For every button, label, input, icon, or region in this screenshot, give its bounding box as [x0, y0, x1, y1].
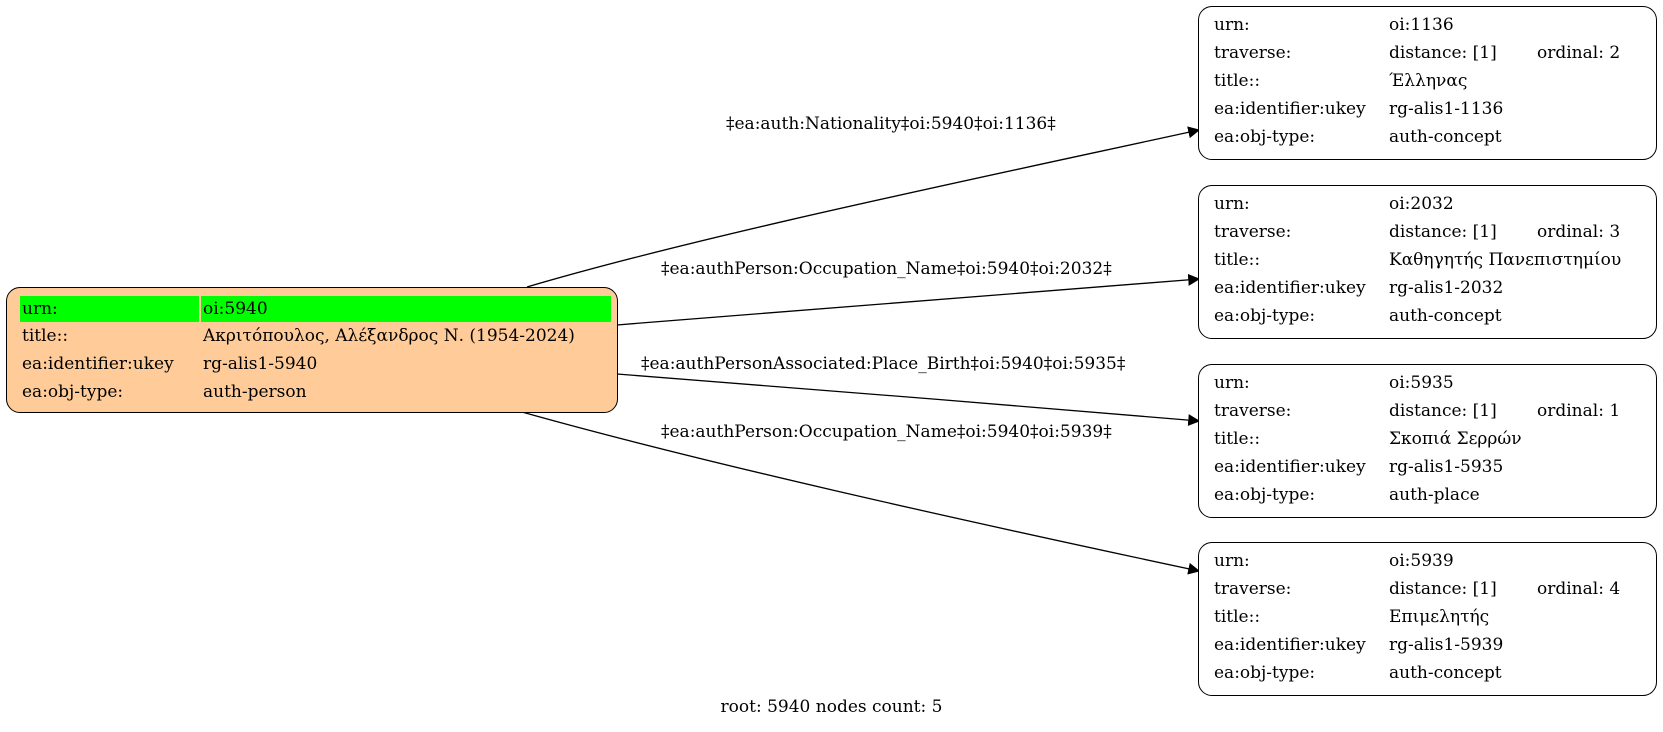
root-ukey-key: ea:identifier:ukey — [22, 354, 174, 374]
root-objtype-value: auth-person — [203, 382, 307, 402]
root-title-value: Ακριτόπουλος, Αλέξανδρος Ν. (1954-2024) — [203, 326, 575, 346]
node-distance-value: distance: [1] — [1389, 222, 1497, 242]
edge-5935 — [616, 373, 1201, 427]
node-title-key: title:: — [1214, 71, 1261, 91]
node-urn-key: urn: — [1214, 194, 1250, 214]
node-ordinal-value: ordinal: 3 — [1537, 222, 1621, 242]
node-ukey-value: rg-alis1-2032 — [1389, 278, 1504, 298]
node-objtype-key: ea:obj-type: — [1214, 127, 1316, 147]
node-title-value: Έλληνας — [1389, 71, 1468, 91]
node-urn-value: oi:2032 — [1389, 194, 1454, 214]
root-node[interactable]: urn: oi:5940 title:: Ακριτόπουλος, Αλέξα… — [6, 287, 618, 413]
node-ukey-value: rg-alis1-5935 — [1389, 457, 1504, 477]
node-ordinal-value: ordinal: 4 — [1537, 579, 1621, 599]
edge-2032 — [616, 273, 1201, 326]
node-title-key: title:: — [1214, 250, 1261, 270]
graph-footer: root: 5940 nodes count: 5 — [720, 697, 943, 717]
node-ordinal-value: ordinal: 2 — [1537, 43, 1621, 63]
node-urn-key: urn: — [1214, 373, 1250, 393]
node-distance-value: distance: [1] — [1389, 579, 1497, 599]
node-ordinal-value: ordinal: 1 — [1537, 401, 1621, 421]
node-1136[interactable]: urn: oi:1136 traverse: distance: [1] ordina… — [1198, 6, 1657, 160]
root-objtype-key: ea:obj-type: — [22, 382, 124, 402]
node-traverse-key: traverse: — [1214, 579, 1292, 599]
node-objtype-value: auth-place — [1389, 485, 1480, 505]
node-urn-value: oi:5935 — [1389, 373, 1454, 393]
node-objtype-value: auth-concept — [1389, 306, 1502, 326]
edge-label-occupation-5939: ‡ea:authPerson:Occupation_Name‡oi:5940‡o… — [661, 422, 1112, 442]
edge-label-occupation-2032: ‡ea:authPerson:Occupation_Name‡oi:5940‡o… — [661, 259, 1112, 279]
node-title-value: Επιμελητής — [1389, 607, 1490, 627]
node-title-key: title:: — [1214, 607, 1261, 627]
edge-label-place-birth: ‡ea:authPersonAssociated:Place_Birth‡oi:… — [641, 354, 1126, 374]
root-urn-value: oi:5940 — [201, 296, 611, 322]
node-title-key: title:: — [1214, 429, 1261, 449]
node-objtype-value: auth-concept — [1389, 127, 1502, 147]
root-urn-key: urn: — [20, 296, 199, 322]
node-traverse-key: traverse: — [1214, 43, 1292, 63]
root-ukey-value: rg-alis1-5940 — [203, 354, 318, 374]
node-distance-value: distance: [1] — [1389, 43, 1497, 63]
root-title-key: title:: — [22, 326, 69, 346]
node-ukey-key: ea:identifier:ukey — [1214, 278, 1366, 298]
node-objtype-value: auth-concept — [1389, 663, 1502, 683]
edge-1136 — [526, 126, 1201, 288]
node-objtype-key: ea:obj-type: — [1214, 663, 1316, 683]
node-urn-key: urn: — [1214, 551, 1250, 571]
node-ukey-value: rg-alis1-1136 — [1389, 99, 1504, 119]
edge-5939 — [521, 411, 1201, 575]
node-5939[interactable]: urn: oi:5939 traverse: distance: [1] ordina… — [1198, 542, 1657, 696]
node-distance-value: distance: [1] — [1389, 401, 1497, 421]
node-5935[interactable]: urn: oi:5935 traverse: distance: [1] ordina… — [1198, 364, 1657, 518]
node-objtype-key: ea:obj-type: — [1214, 485, 1316, 505]
node-urn-value: oi:5939 — [1389, 551, 1454, 571]
node-ukey-key: ea:identifier:ukey — [1214, 635, 1366, 655]
node-title-value: Σκοπιά Σερρών — [1389, 429, 1522, 449]
node-ukey-value: rg-alis1-5939 — [1389, 635, 1504, 655]
edge-label-nationality: ‡ea:auth:Nationality‡oi:5940‡oi:1136‡ — [726, 114, 1056, 134]
node-urn-key: urn: — [1214, 15, 1250, 35]
node-objtype-key: ea:obj-type: — [1214, 306, 1316, 326]
node-ukey-key: ea:identifier:ukey — [1214, 99, 1366, 119]
node-traverse-key: traverse: — [1214, 401, 1292, 421]
node-2032[interactable]: urn: oi:2032 traverse: distance: [1] ordina… — [1198, 185, 1657, 339]
node-urn-value: oi:1136 — [1389, 15, 1454, 35]
node-ukey-key: ea:identifier:ukey — [1214, 457, 1366, 477]
node-title-value: Καθηγητής Πανεπιστημίου — [1389, 250, 1622, 270]
node-traverse-key: traverse: — [1214, 222, 1292, 242]
